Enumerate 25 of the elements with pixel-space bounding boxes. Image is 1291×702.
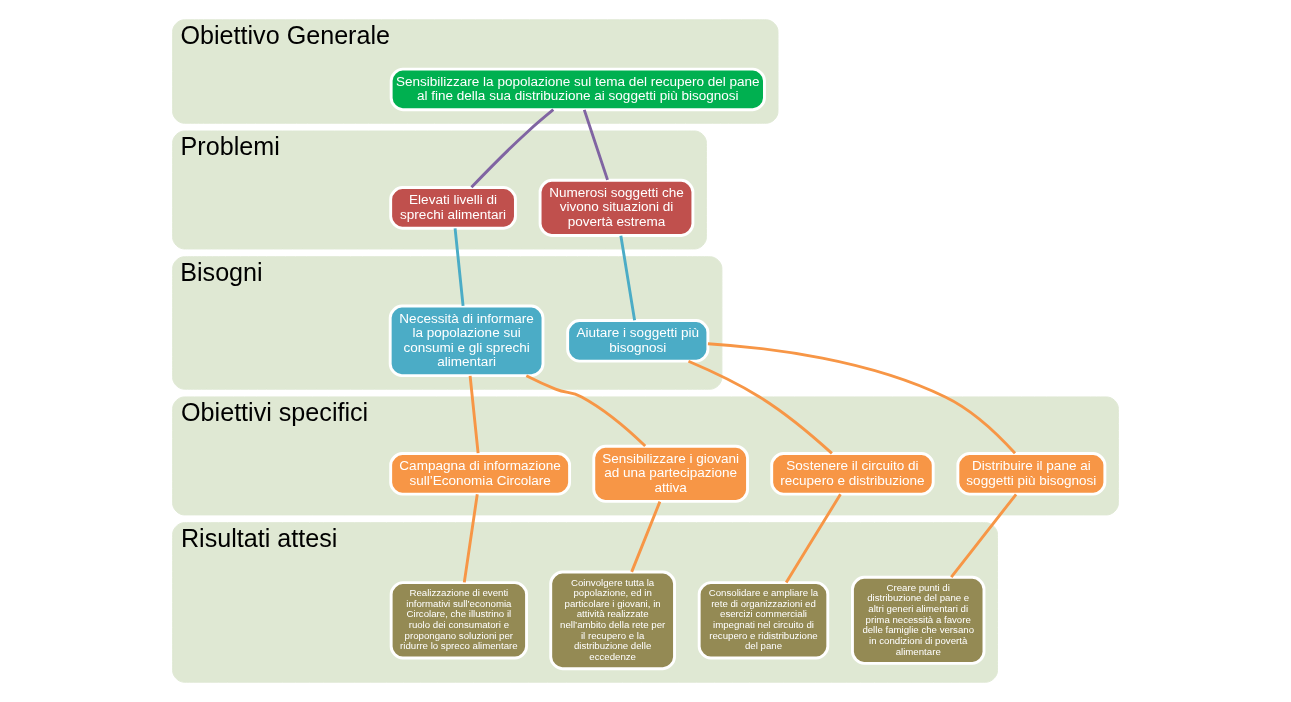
node-box: Aiutare i soggetti più bisognosi (566, 319, 710, 363)
connector (453, 228, 465, 306)
node-box: Elevati livelli di sprechi alimentari (389, 186, 517, 230)
connector (619, 235, 637, 321)
node-box: Necessità di informare la popolazione sui consumi e gli sprechi alimentari (388, 304, 545, 378)
node-box: Coinvolgere tutta la popolazione, ed in particolare i giovani, in attività realizzate nell’ambito della rete per il recupero e la distribuzione delle eccedenze (549, 570, 676, 671)
connector (707, 342, 1017, 455)
node-box: Numerosi soggetti che vivono situazioni di povertà estrema (538, 178, 695, 237)
connector (462, 494, 479, 583)
node-box: Campagna di informazione sull’Economia Circolare (389, 452, 572, 496)
node-box: Sostenere il circuito di recupero e distribuzione (770, 452, 935, 496)
node-box: Realizzazione di eventi informativi sull’economia Circolare, che illustrino il ruolo dei consumatori e propongano soluzioni per ridurre lo spreco alimentare (389, 581, 528, 660)
connector (630, 501, 662, 573)
connector (470, 108, 555, 189)
connector (950, 493, 1018, 578)
node-box: Consolidare e ampliare la rete di organizzazioni ed esercizi commerciali impegnati nel circuito di recupero e ridistribuzione del pane (697, 581, 830, 660)
node-box: Distribuire il pane ai soggetti più bisognosi (956, 452, 1107, 496)
node-box: Sensibilizzare la popolazione sul tema del recupero del pane al fine della sua distribuzione ai soggetti più bisognosi (389, 67, 766, 112)
connector (687, 359, 833, 455)
connector (468, 375, 480, 454)
node-box: Sensibilizzare i giovani ad una partecipazione attiva (592, 444, 749, 503)
connector (785, 493, 842, 584)
node-box: Creare punti di distribuzione del pane e altri generi alimentari di prima necessità a favore delle famiglie che versano in condizioni di povertà alimentare (851, 575, 986, 665)
connector (582, 109, 609, 181)
connector (525, 374, 647, 448)
